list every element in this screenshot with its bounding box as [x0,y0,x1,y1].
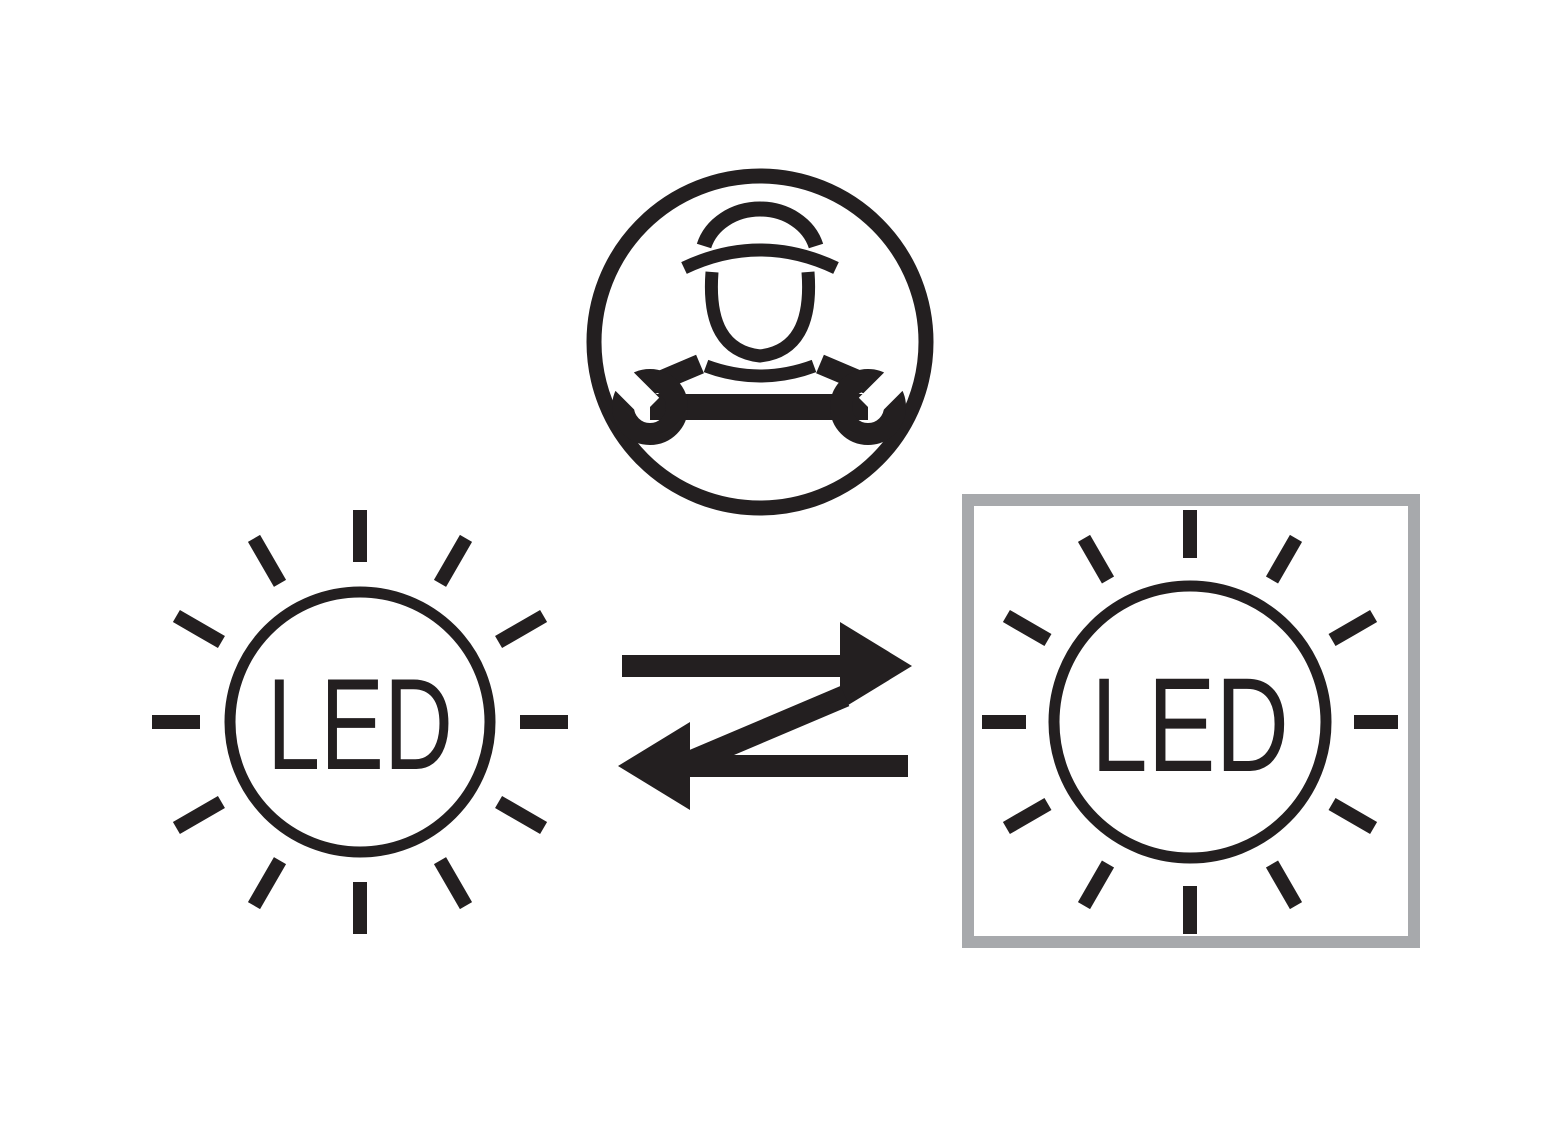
ray [172,609,225,649]
ray [1002,609,1052,647]
ray [247,534,287,587]
ray [1265,534,1303,584]
worker-collar [703,359,817,383]
led-symbol-left: LED [152,510,568,934]
wrench-icon [608,365,910,445]
technician-wrench-icon [586,168,934,516]
led-label-right: LED [1091,651,1289,800]
ray [1265,860,1303,910]
ray [1328,797,1378,835]
ray [1077,860,1115,910]
ray [495,609,548,649]
worker-cap-brim [681,243,839,274]
ray [1077,534,1115,584]
led-circle-left [224,586,496,858]
ray [433,534,473,587]
worker-cap-icon [696,201,824,249]
led-symbol-right-framed: LED [962,494,1420,948]
ray [433,857,473,910]
ray [172,795,225,835]
replacement-led-frame [962,494,1420,948]
arrow-right-head [840,622,912,710]
exchange-arrows-icon [618,622,912,810]
ray [495,795,548,835]
ray [247,857,287,910]
arrow-left-head [618,722,690,810]
service-circle [586,168,934,516]
ray [1002,797,1052,835]
led-rays-left [152,510,568,934]
worker-face [704,271,816,363]
led-rays-right [982,510,1398,934]
wrench-jaw-right-opening [858,365,910,417]
led-label-left: LED [267,651,453,797]
wrench-jaw-left [612,369,688,445]
wrench-jaw-left-opening [608,365,660,417]
wrench-jaw-right [830,369,906,445]
ray [1328,609,1378,647]
led-circle-right [1048,580,1332,864]
